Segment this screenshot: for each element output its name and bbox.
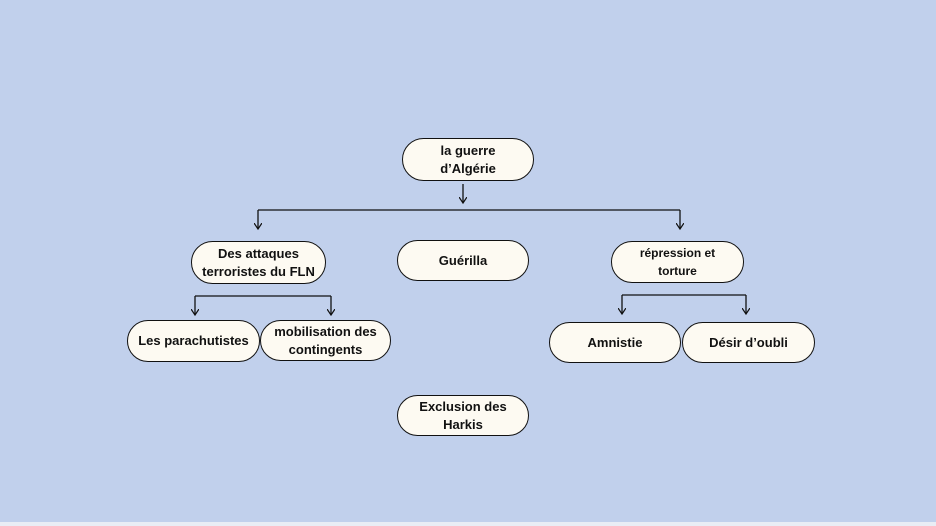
node-repression-torture: répression et torture xyxy=(611,241,744,283)
node-mobilisation-contingents-label: mobilisation des contingents xyxy=(274,323,377,357)
node-amnistie-label: Amnistie xyxy=(587,334,643,350)
node-desir-oubli-label: Désir d’oubli xyxy=(709,334,788,350)
node-guerre-algerie: la guerre d’Algérie xyxy=(402,138,534,181)
node-guerilla-label: Guérilla xyxy=(438,252,488,268)
node-parachutistes: Les parachutistes xyxy=(127,320,260,362)
node-desir-oubli: Désir d’oubli xyxy=(682,322,815,363)
node-mobilisation-contingents: mobilisation des contingents xyxy=(260,320,391,361)
node-parachutistes-label: Les parachutistes xyxy=(138,333,249,348)
node-exclusion-harkis: Exclusion des Harkis xyxy=(397,395,529,436)
node-attaques-fln-label: Des attaques terroristes du FLN xyxy=(202,245,315,279)
node-amnistie: Amnistie xyxy=(549,322,681,363)
bottom-edge xyxy=(0,522,936,526)
node-guerre-algerie-label: la guerre d’Algérie xyxy=(440,142,496,176)
node-guerilla: Guérilla xyxy=(397,240,529,281)
node-attaques-fln: Des attaques terroristes du FLN xyxy=(191,241,326,284)
node-exclusion-harkis-label: Exclusion des Harkis xyxy=(419,398,507,432)
node-repression-torture-label: répression et torture xyxy=(639,246,716,278)
